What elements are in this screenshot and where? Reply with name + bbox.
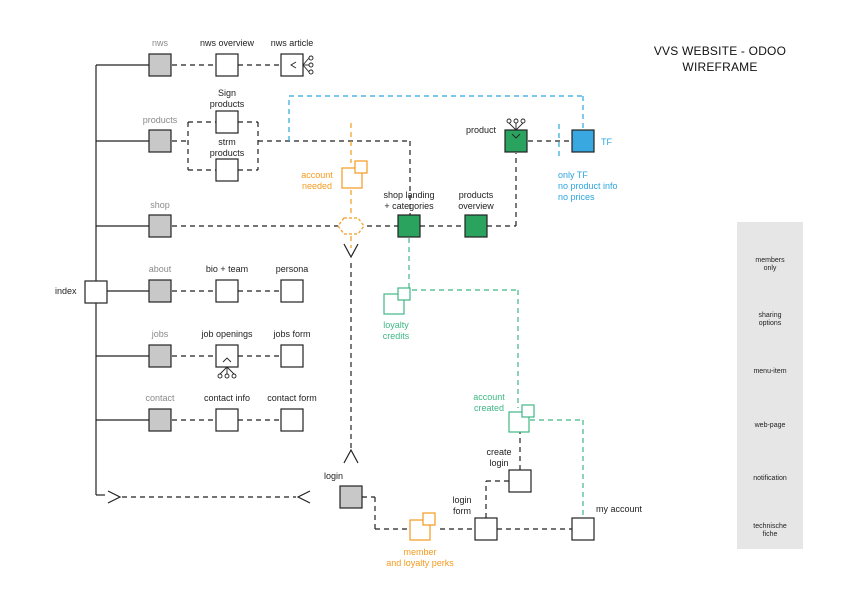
label-shop-landing: shop landing + categories xyxy=(383,190,435,211)
label-index: index xyxy=(55,286,77,296)
label-jobs-form: jobs form xyxy=(273,329,311,339)
label-persona: persona xyxy=(275,264,309,274)
label-member-perks: member and loyalty perks xyxy=(386,547,454,568)
page-nws-article[interactable] xyxy=(280,53,304,77)
menu-shop[interactable] xyxy=(148,214,172,238)
page-products-overview[interactable] xyxy=(464,214,488,238)
label-bio-team: bio + team xyxy=(205,264,249,274)
notification-member-perks xyxy=(409,512,436,541)
label-tf: TF xyxy=(601,137,612,147)
label-products-overview: products overview xyxy=(458,190,494,211)
share-icon-nws-article[interactable] xyxy=(290,55,314,75)
label-products: products xyxy=(142,115,178,125)
page-contact-form[interactable] xyxy=(280,408,304,432)
page-product[interactable] xyxy=(504,129,528,153)
label-contact-form: contact form xyxy=(267,393,317,403)
page-sign-products[interactable] xyxy=(215,110,239,134)
label-tf-note: only TF no product info no prices xyxy=(558,170,618,202)
menu-login[interactable] xyxy=(339,485,363,509)
label-create-login: create login xyxy=(486,447,512,468)
notification-loyalty-credits xyxy=(383,287,411,315)
page-login-form[interactable] xyxy=(474,517,498,541)
page-tf[interactable] xyxy=(571,129,595,153)
label-nws-overview: nws overview xyxy=(199,38,255,48)
legend-page-label: web-page xyxy=(754,422,786,429)
legend-members-label: members only xyxy=(755,257,785,272)
label-jobs: jobs xyxy=(151,329,169,339)
legend-tf-label: technische fiche xyxy=(753,523,787,538)
menu-jobs[interactable] xyxy=(148,344,172,368)
legend-panel: members only sharing options menu-item w… xyxy=(737,222,803,549)
notification-account-needed xyxy=(341,160,368,189)
label-nws-article: nws article xyxy=(270,38,314,48)
menu-nws[interactable] xyxy=(148,53,172,77)
label-my-account: my account xyxy=(596,504,643,514)
label-nws: nws xyxy=(151,38,169,48)
page-shop-landing[interactable] xyxy=(397,214,421,238)
legend-sharing-label: sharing options xyxy=(758,312,782,327)
menu-about[interactable] xyxy=(148,279,172,303)
notification-account-created xyxy=(508,404,535,433)
page-job-openings[interactable] xyxy=(215,344,239,368)
share-icon-job-openings[interactable] xyxy=(217,357,237,379)
page-contact-info[interactable] xyxy=(215,408,239,432)
page-strm-products[interactable] xyxy=(215,158,239,182)
label-contact-info: contact info xyxy=(203,393,251,403)
label-product: product xyxy=(466,125,497,135)
page-jobs-form[interactable] xyxy=(280,344,304,368)
share-icon-product[interactable] xyxy=(506,118,526,139)
page-nws-overview[interactable] xyxy=(215,53,239,77)
page-my-account[interactable] xyxy=(571,517,595,541)
label-login: login xyxy=(324,471,344,481)
label-shop: shop xyxy=(150,200,170,210)
label-job-openings: job openings xyxy=(201,329,253,339)
page-bio-team[interactable] xyxy=(215,279,239,303)
menu-products[interactable] xyxy=(148,129,172,153)
label-account-created: account created xyxy=(473,392,505,413)
label-strm-products: strm products xyxy=(209,137,245,158)
index-box[interactable] xyxy=(84,280,108,304)
page-persona[interactable] xyxy=(280,279,304,303)
label-about: about xyxy=(148,264,172,274)
label-contact: contact xyxy=(145,393,175,403)
label-loyalty-credits: loyalty credits xyxy=(382,320,410,341)
page-create-login[interactable] xyxy=(508,469,532,493)
menu-contact[interactable] xyxy=(148,408,172,432)
label-sign-products: Sign products xyxy=(209,88,245,109)
legend-menu-label: menu-item xyxy=(753,368,787,375)
label-login-form: login form xyxy=(452,495,472,516)
legend-notification-label: notification xyxy=(753,475,787,482)
label-account-needed: account needed xyxy=(301,170,333,191)
